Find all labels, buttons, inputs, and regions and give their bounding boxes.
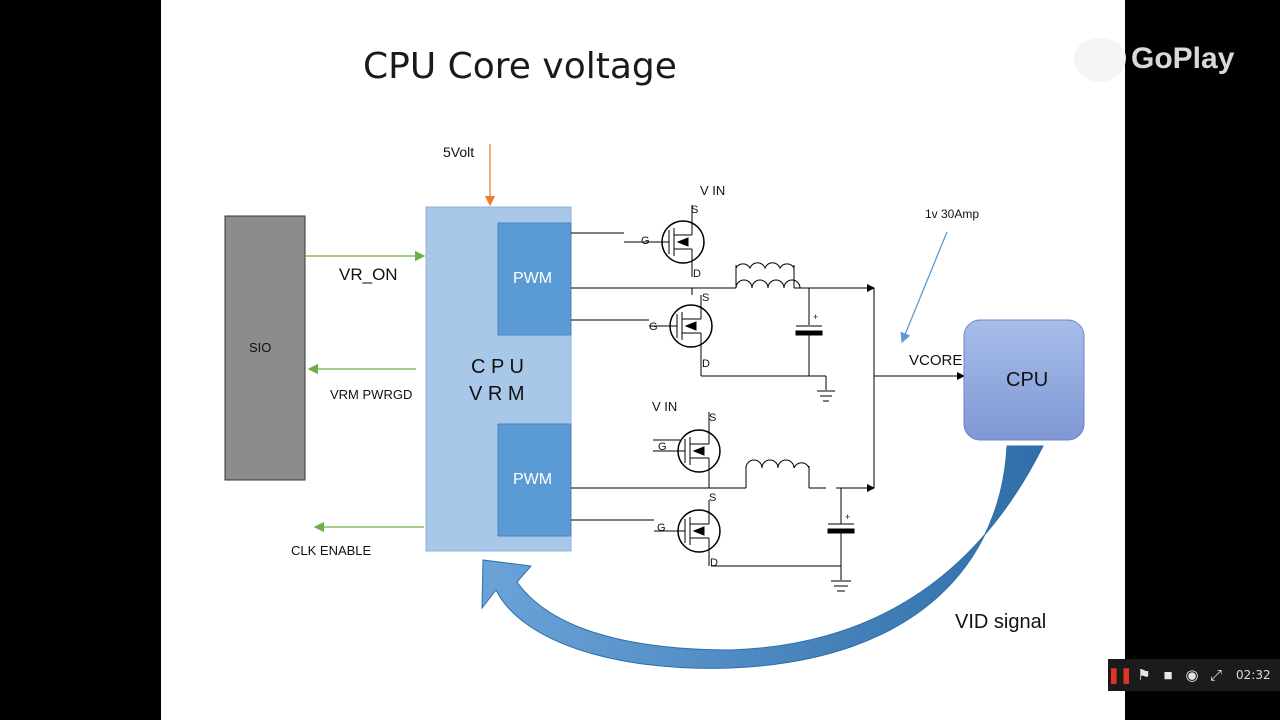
cap-bottom-plus: +	[845, 512, 851, 522]
vr-on-label: VR_ON	[339, 265, 398, 284]
vin-bottom-label: V IN	[652, 399, 678, 414]
stop-icon[interactable]: ■	[1163, 666, 1173, 684]
goplay-logo-bubble	[1074, 38, 1126, 82]
mosfet-1-drain: D	[693, 268, 701, 280]
current-note-label: 1v 30Amp	[925, 207, 980, 221]
slide-title: CPU Core voltage	[363, 46, 677, 87]
mosfet-1-gate: G	[641, 235, 650, 247]
mosfet-2	[649, 295, 713, 376]
top-phase-wiring	[571, 232, 965, 488]
vrm-pwrgd-label: VRM PWRGD	[330, 387, 413, 402]
sio-box	[224, 215, 306, 481]
current-note-arrow	[900, 231, 948, 344]
mosfet-3-source: S	[709, 412, 717, 424]
cpu-vrm-label-line1: C P U	[471, 356, 524, 378]
sio-label: SIO	[249, 340, 272, 355]
recording-time: 02:32	[1236, 668, 1271, 682]
goplay-brand: GoPlay	[1131, 42, 1235, 75]
pause-icon[interactable]: ❚❚	[1107, 667, 1133, 684]
mosfet-1-source: S	[691, 204, 699, 216]
cpu-vrm-label-line2: V R M	[469, 383, 525, 405]
recorder-toolbar: ❚❚ ⚑ ■ ◉ ⤢ 02:32	[1107, 659, 1280, 691]
cpu-box	[963, 319, 1085, 441]
mosfet-2-drain: D	[702, 358, 710, 370]
mosfet-2-gate: G	[649, 321, 658, 333]
cap-top-plus: +	[813, 312, 819, 322]
bottom-phase-wiring	[571, 439, 875, 592]
mosfet-2-source: S	[702, 292, 710, 304]
pwm-box-bottom	[497, 423, 572, 537]
mosfet-4-gate: G	[657, 522, 666, 534]
circuit-diagram	[224, 144, 1085, 669]
vin-top-label: V IN	[700, 183, 726, 198]
mosfet-3-gate: G	[658, 441, 667, 453]
resize-icon[interactable]: ⤢	[1209, 666, 1222, 684]
mosfet-4	[654, 500, 721, 566]
pwm-top-label: PWM	[513, 270, 553, 287]
pwm-box-top	[497, 222, 572, 336]
vid-signal-label: VID signal	[955, 611, 1047, 633]
five-volt-label: 5Volt	[443, 144, 475, 160]
mosfet-4-source: S	[709, 492, 717, 504]
vid-signal-arrow	[481, 445, 1044, 669]
mosfet-1	[624, 205, 705, 277]
vcore-label: VCORE	[909, 352, 963, 369]
pwm-bottom-label: PWM	[513, 471, 553, 488]
mosfet-3	[653, 412, 721, 488]
cpu-label: CPU	[1006, 369, 1049, 391]
slide: CPU Core voltage 5Volt SIO VR_ON VRM PWR…	[161, 0, 1125, 720]
mosfet-4-drain: D	[710, 557, 718, 569]
camera-icon[interactable]: ◉	[1185, 667, 1199, 684]
clk-enable-label: CLK ENABLE	[291, 543, 372, 558]
tag-icon[interactable]: ⚑	[1137, 667, 1151, 684]
